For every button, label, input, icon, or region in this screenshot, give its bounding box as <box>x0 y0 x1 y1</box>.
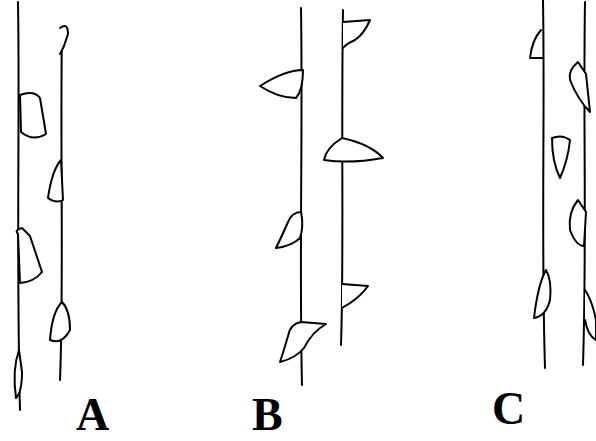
leaf-shape <box>50 302 70 341</box>
leaf-shape <box>570 62 590 112</box>
leaf-shape <box>260 70 303 98</box>
stem-line <box>583 2 585 365</box>
leaf-shape <box>530 30 542 58</box>
leaf-shape <box>534 270 551 318</box>
stem-line <box>18 2 20 410</box>
leaf-shape <box>585 290 596 340</box>
leaf-shape <box>343 20 370 48</box>
leaf-shape <box>276 212 302 248</box>
leaf-shape <box>48 160 63 202</box>
panel-label: C <box>492 386 525 432</box>
leaf-shape <box>552 136 570 178</box>
leaf-shape <box>324 138 383 162</box>
leaf-shape <box>570 200 586 246</box>
leaf-shape <box>20 93 46 137</box>
leaf-shape <box>342 284 368 308</box>
panel-label: B <box>252 392 283 438</box>
leaf-shape <box>15 350 22 398</box>
leaf-shape <box>60 26 68 54</box>
panel-label: A <box>76 392 109 438</box>
leaf-shape <box>280 322 326 362</box>
leaf-shape <box>17 228 42 283</box>
